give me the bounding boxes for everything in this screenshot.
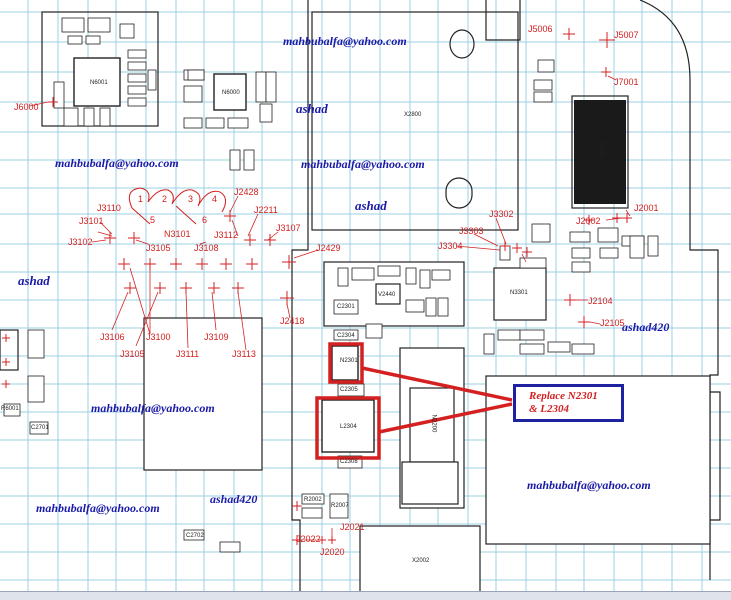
replace-callout-box: Replace N2301 & L2304 (513, 384, 624, 422)
component-label: C2702 (186, 533, 204, 539)
test-point-label: J3110 (97, 203, 121, 213)
test-point-label: J3105 (146, 243, 171, 253)
test-point-label: J7001 (614, 77, 639, 87)
test-point-label: J3107 (276, 223, 301, 233)
watermark-name-420: ashad420 (622, 320, 670, 334)
connector-pin-number: 6 (202, 215, 208, 225)
test-point-label: J3302 (489, 209, 514, 219)
test-point-label: J2429 (316, 243, 341, 253)
watermark-email: mahbubalfa@yahoo.com (36, 501, 160, 515)
component-label: N2301 (340, 358, 358, 364)
watermark-name: ashad (18, 273, 50, 288)
watermark-name: ashad (355, 198, 387, 213)
highlight-marks (315, 342, 513, 460)
test-point-label: J3111 (176, 349, 200, 359)
test-point-label: J2104 (588, 296, 613, 306)
test-point-label: J2211 (254, 205, 278, 215)
test-point-label: J3102 (68, 237, 93, 247)
connector-pin-number: 1 (138, 194, 144, 204)
component-label: C2701 (31, 425, 49, 431)
watermark-email: mahbubalfa@yahoo.com (283, 34, 407, 48)
connector-j2060 (128, 187, 226, 225)
component-blocks (3, 17, 659, 553)
watermark-email: mahbubalfa@yahoo.com (527, 478, 651, 492)
component-label: N2200 (430, 414, 437, 433)
test-point-label: J2428 (234, 187, 259, 197)
watermark-email: mahbubalfa@yahoo.com (55, 156, 179, 170)
component-label: C2308 (340, 459, 358, 465)
test-point-label: J2001 (634, 203, 659, 213)
component-label: N6000 (222, 90, 240, 96)
test-point-label: J3304 (438, 241, 463, 251)
component-label: L2304 (340, 424, 357, 430)
test-point-label: J3108 (194, 243, 219, 253)
connector-pin-number: 3 (188, 194, 194, 204)
test-point-label: J3101 (79, 216, 104, 226)
test-point-label: J2002 (576, 216, 601, 226)
component-label: C2305 (340, 387, 358, 393)
watermark-email: mahbubalfa@yahoo.com (91, 401, 215, 415)
leader-lines (29, 75, 631, 541)
test-point-label: J3109 (204, 332, 229, 342)
component-label: X2800 (404, 112, 422, 118)
test-point-label: J3113 (232, 349, 256, 359)
component-label: X2002 (412, 558, 430, 564)
component-label: X1001 (598, 140, 605, 159)
test-point-label: J3112 (214, 230, 238, 240)
component-label: R2007 (331, 503, 349, 509)
watermark-name-420: ashad420 (210, 492, 258, 506)
component-label: C2301 (337, 304, 355, 310)
component-label: N6001 (90, 80, 108, 86)
test-point-label: J2418 (280, 316, 305, 326)
component-label: V2440 (378, 292, 396, 298)
component-label: C2304 (337, 333, 355, 339)
test-point-label: J3106 (100, 332, 125, 342)
window-bottom-edge (0, 591, 731, 600)
connector-pin-number: 5 (150, 215, 156, 225)
test-point-label: J3303 (459, 226, 484, 236)
test-point-label: J2022 (296, 534, 321, 544)
connector-pin-number: 2 (162, 194, 168, 204)
component-label: R6001 (1, 406, 19, 412)
watermark-name: ashad (296, 101, 328, 116)
test-point-label: J3105 (120, 349, 145, 359)
watermark-email: mahbubalfa@yahoo.com (301, 157, 425, 171)
test-point-label: J5007 (614, 30, 639, 40)
callout-line-1: Replace N2301 (529, 390, 598, 402)
test-point-label: J2020 (320, 547, 345, 557)
test-point-label: J2021 (340, 522, 365, 532)
test-point-label: J3100 (146, 332, 171, 342)
connector-pin-number: 4 (212, 194, 218, 204)
test-point-label: J2105 (600, 318, 625, 328)
callout-line-2: & L2304 (529, 403, 570, 415)
test-point-label: J5006 (528, 24, 553, 34)
test-point-label: J6000 (14, 102, 39, 112)
component-label: N3301 (510, 290, 528, 296)
component-label: R2002 (304, 497, 322, 503)
test-point-label: N3101 (164, 229, 191, 239)
